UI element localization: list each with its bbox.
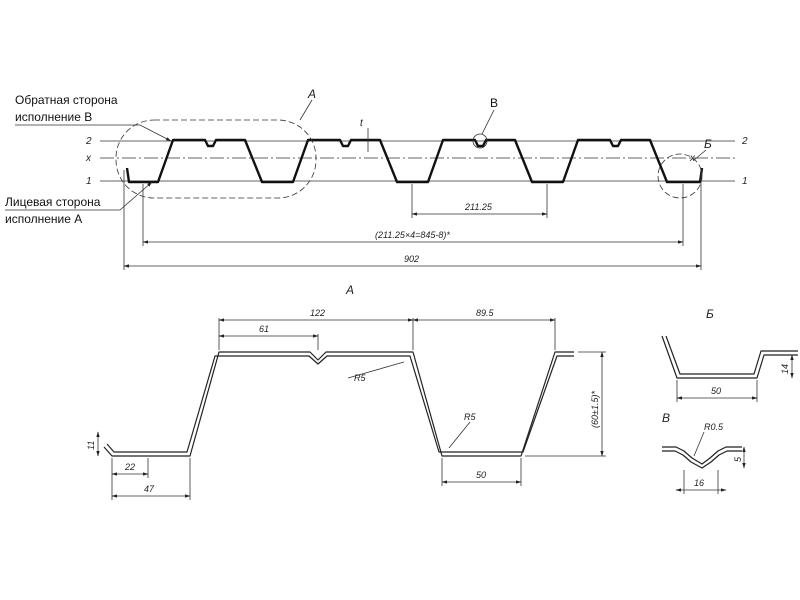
marker-a: А [307, 87, 316, 101]
dim-height: (60±1.5)* [590, 391, 600, 428]
detail-b-dim-50: 50 [711, 386, 721, 396]
detail-v-view: В R0.5 5 16 [662, 411, 746, 494]
front-side-label-line1: Лицевая сторона [5, 195, 101, 209]
dim-89-5: 89.5 [476, 308, 495, 318]
radius-r5b: R5 [464, 412, 476, 422]
level-x-right: x [689, 153, 696, 164]
detail-b-view: Б 50 14 [661, 307, 798, 402]
detail-b-dim-14: 14 [780, 364, 790, 374]
level-1-left: 1 [86, 176, 92, 187]
back-side-label-line2: исполнение В [15, 110, 92, 124]
dim-61: 61 [259, 324, 269, 334]
detail-a-profile-outer [103, 351, 574, 457]
level-1-right: 1 [742, 176, 748, 187]
dim-47: 47 [144, 484, 155, 494]
thickness-label: t [360, 118, 364, 129]
detail-b-title: Б [706, 307, 714, 321]
dim-full-width: 902 [404, 254, 419, 264]
dim-11: 11 [86, 441, 96, 450]
radius-r5-leader [347, 361, 405, 379]
detail-b-profile-outer [661, 335, 798, 379]
marker-b: Б [704, 137, 712, 151]
level-2-left: 2 [85, 136, 92, 147]
front-side-label-line2: исполнение А [5, 212, 82, 226]
dim-pitch: 211.25 [464, 202, 493, 212]
back-side-label-line1: Обратная сторона [15, 93, 118, 107]
marker-v: В [490, 96, 498, 110]
detail-a-title: А [345, 283, 354, 297]
radius-r5b-leader [448, 421, 471, 449]
detail-v-profile-outer [662, 446, 742, 465]
detail-b-callout [657, 153, 703, 199]
detail-v-radius: R0.5 [704, 422, 724, 432]
detail-b-profile-inner [665, 335, 798, 375]
detail-v-dim-5: 5 [733, 456, 743, 462]
detail-v-title: В [662, 411, 670, 425]
level-2-right: 2 [741, 136, 748, 147]
dim-working-width: (211.25×4=845-8)* [375, 230, 450, 240]
detail-v-dim-16: 16 [694, 478, 704, 488]
radius-r5: R5 [354, 373, 366, 383]
front-side-leader [5, 181, 153, 211]
detail-a-view: А 122 61 89.5 (60±1.5)* R5 R5 11 22 [86, 283, 606, 500]
level-x-left: x [85, 153, 92, 164]
detail-v-callout [472, 133, 488, 149]
leader-v [481, 109, 495, 135]
detail-a-profile-inner [106, 355, 574, 453]
leader-b [693, 149, 707, 161]
detail-v-profile-inner [662, 450, 742, 469]
dim-50: 50 [476, 470, 486, 480]
dim-22: 22 [124, 462, 135, 472]
back-side-leader [15, 124, 172, 142]
detail-v-radius-leader [693, 431, 705, 457]
dim-122: 122 [310, 308, 325, 318]
main-profile-view: А В Б 2 x 1 2 x 1 t Обратная сторона исп… [5, 87, 748, 270]
detail-a-callout [115, 119, 317, 199]
sheet-profile [125, 138, 704, 184]
leader-a [299, 99, 313, 121]
